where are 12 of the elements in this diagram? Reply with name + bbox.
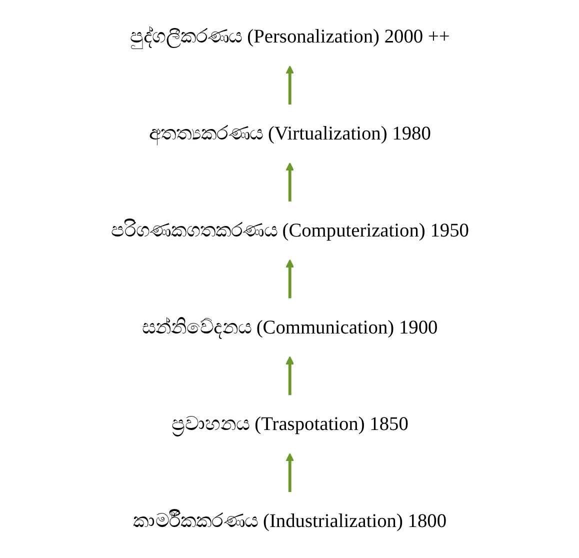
node-text: පරිගණකගතකරණය (Computerization) 1950	[110, 220, 469, 242]
arrow	[285, 453, 294, 492]
node-text: ප්‍රවාහනය (Traspotation) 1850	[170, 414, 408, 435]
arrow	[285, 162, 294, 202]
arrow	[285, 356, 294, 396]
timeline-flowchart: පුද්ගලීකරණය (Personalization) 2000 ++ අතත්‍යකරණය (Virtualization) 1980 පරිගණකගතකරණය (Computerization) 1950 සන්නිවේදනය (Communication) 1900 ප්‍රවාහනය (Traspotation) 1850 කාර්මීකකරණය (Industrialization) 1800	[66, 0, 512, 558]
node-text: කාර්මීකකරණය (Industrialization) 1800	[132, 510, 446, 532]
node-text: සන්නිවේදනය (Communication) 1900	[142, 316, 438, 338]
arrow	[285, 259, 294, 298]
node-text: අතත්‍යකරණය (Virtualization) 1980	[148, 123, 431, 144]
arrow	[285, 66, 294, 105]
node-text: පුද්ගලීකරණය (Personalization) 2000 ++	[130, 26, 450, 48]
